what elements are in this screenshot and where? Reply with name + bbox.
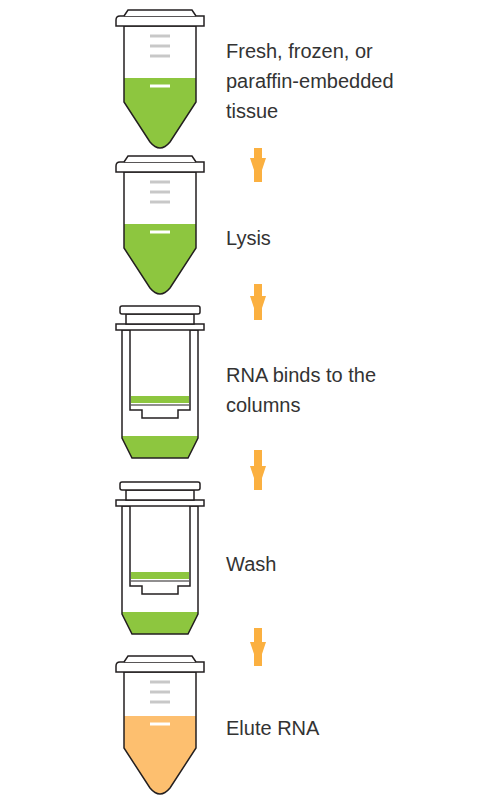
step-node: Elute RNA <box>226 676 436 780</box>
step-node: Fresh, frozen, or paraffin-embedded tiss… <box>226 14 436 148</box>
microcentrifuge-tube <box>116 656 204 799</box>
step-label: Lysis <box>226 223 436 253</box>
flow-arrow <box>254 628 262 666</box>
step-label: Wash <box>226 549 436 579</box>
flow-arrow <box>254 450 262 490</box>
spin-column <box>116 482 204 642</box>
step-label: Elute RNA <box>226 713 436 743</box>
spin-column <box>116 306 204 466</box>
flow-arrow <box>254 148 262 182</box>
step-label: Fresh, frozen, or paraffin-embedded tiss… <box>226 36 436 126</box>
step-label: RNA binds to the columns <box>226 360 436 420</box>
flow-arrow <box>254 284 262 320</box>
step-node: Lysis <box>226 192 436 284</box>
step-node: RNA binds to the columns <box>226 330 436 450</box>
step-node: Wash <box>226 500 436 628</box>
